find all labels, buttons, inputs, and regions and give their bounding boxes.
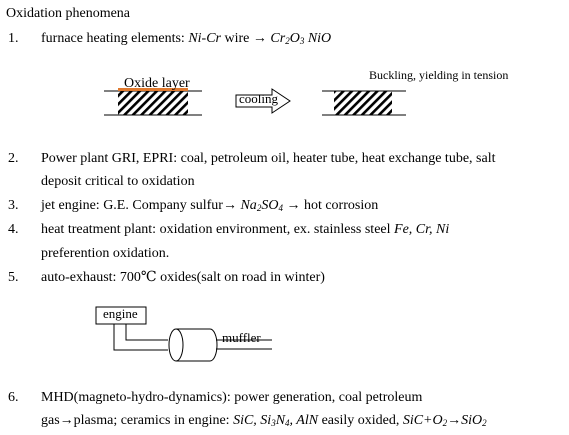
item-6-line2: gas→plasma; ceramics in engine: SiC, Si3… [41, 413, 487, 428]
cooling-arrow [235, 88, 291, 114]
item-1-text: furnace heating elements: Ni-Cr wire → C… [41, 31, 332, 46]
buckling-label: Buckling, yielding in tension [369, 68, 509, 82]
item-6-line1: MHD(magneto-hydro-dynamics): power gener… [41, 390, 423, 405]
item-2-number: 2. [8, 151, 19, 166]
item-2-line2: deposit critical to oxidation [41, 174, 195, 189]
item-3-text: jet engine: G.E. Company sulfur→ Na2SO4 … [41, 198, 379, 213]
item-5-number: 5. [8, 270, 19, 285]
page-title: Oxidation phenomena [6, 6, 131, 21]
exhaust-diagram [95, 306, 272, 362]
item-4-number: 4. [8, 222, 19, 237]
item-1-number: 1. [8, 31, 19, 46]
item-4-line2: preferention oxidation. [41, 246, 170, 261]
item-4-line1: heat treatment plant: oxidation environm… [41, 222, 450, 237]
item-6-number: 6. [8, 390, 19, 405]
buckled-block [322, 90, 406, 116]
item-3-number: 3. [8, 198, 19, 213]
oxide-layer-label: Oxide layer [124, 76, 190, 91]
muffler-label: muffler [222, 330, 261, 345]
cooling-label: cooling [239, 91, 278, 106]
engine-box [95, 306, 147, 325]
oxide-layer-block [104, 88, 202, 116]
item-5-text: auto-exhaust: 700℃ oxides(salt on road i… [41, 270, 325, 285]
item-2-line1: Power plant GRI, EPRI: coal, petroleum o… [41, 151, 496, 166]
engine-label: engine [103, 306, 138, 321]
